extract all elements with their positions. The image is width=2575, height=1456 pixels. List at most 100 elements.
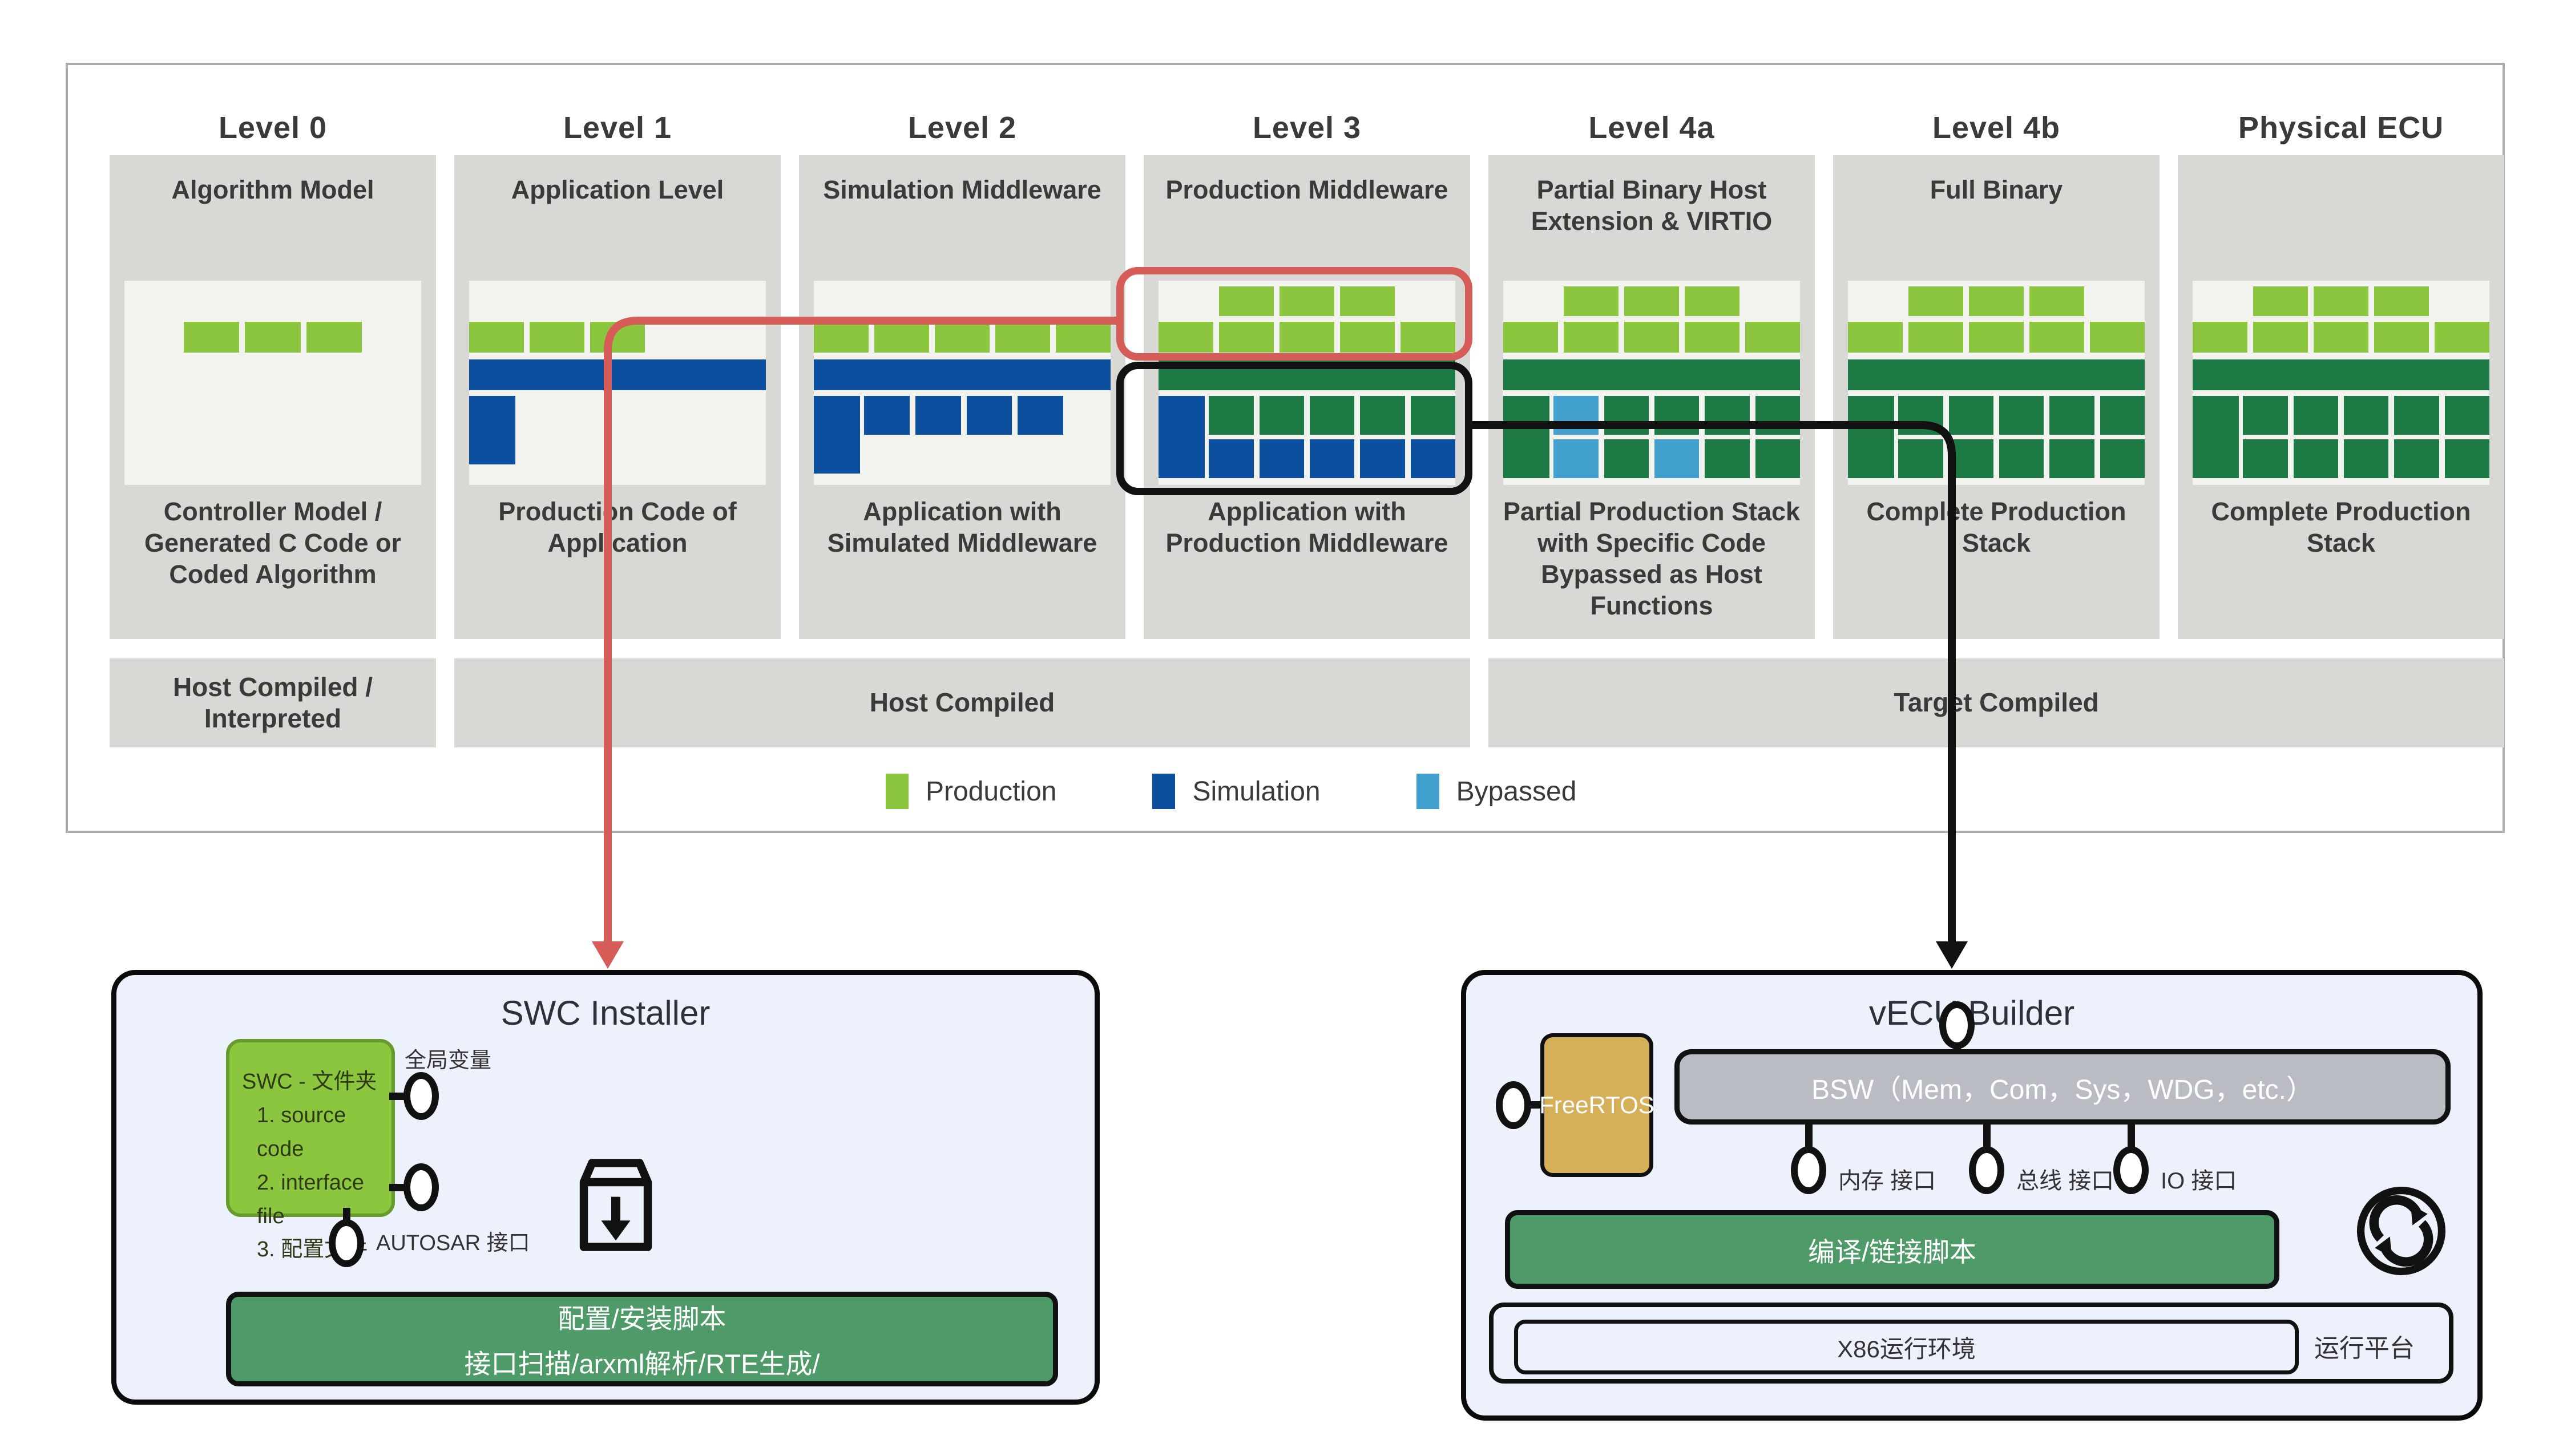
- stack-block: [1209, 439, 1254, 478]
- compile-band: Host Compiled: [454, 658, 1470, 747]
- stack-block: [469, 396, 515, 464]
- stack-block: [2243, 439, 2288, 478]
- level-header: Level 3: [1252, 111, 1362, 145]
- stack-block: [306, 322, 362, 353]
- stack-block: [1159, 396, 1205, 478]
- stack-block: [1684, 286, 1739, 316]
- stack-block: [1898, 439, 1943, 478]
- stack-block: [1948, 439, 1994, 478]
- compile-band: Target Compiled: [1488, 658, 2504, 747]
- memory-interface-label: 内存 接口: [1838, 1168, 1936, 1194]
- stack-block: [1159, 322, 1213, 353]
- port-stub: [1983, 1122, 1991, 1151]
- stack-block: [1969, 286, 2024, 316]
- stack-block: [2394, 396, 2439, 435]
- stack-block: [2049, 396, 2094, 435]
- stack-block: [864, 396, 910, 435]
- level-header: Level 0: [218, 111, 328, 145]
- level-box: Complete Production Stack: [2178, 155, 2504, 639]
- stack-block: [1259, 439, 1305, 478]
- swc-folder-title: SWC - 文件夹: [242, 1070, 377, 1094]
- stack-block: [1056, 322, 1111, 353]
- level-header: Level 1: [563, 111, 672, 145]
- freertos-box: FreeRTOS: [1539, 1033, 1654, 1177]
- stack-block: [935, 322, 990, 353]
- stack-block: [2394, 439, 2439, 478]
- stack-block: [1503, 396, 1549, 478]
- level-header: Level 2: [907, 111, 1017, 145]
- stack-block: [1018, 396, 1063, 435]
- stack-block: [469, 359, 766, 390]
- stack-block: [2049, 439, 2094, 478]
- stack-block: [1755, 396, 1800, 435]
- bus-interface-port: [1969, 1146, 2004, 1194]
- stack-block: [2293, 439, 2339, 478]
- stack-block: [1310, 396, 1355, 435]
- stack-block: [2100, 439, 2145, 478]
- swc-folder-item: 2. interface file: [257, 1170, 364, 1228]
- freertos-port: [1496, 1081, 1531, 1129]
- stack-block: [874, 322, 929, 353]
- level-caption: Application with Simulated Middleware: [827, 497, 1097, 557]
- stack-block: [814, 396, 860, 474]
- level-block-area: [814, 281, 1111, 485]
- bsw-box: BSW（Mem，Com，Sys，WDG，etc.）: [1674, 1049, 2451, 1125]
- stack-block: [2344, 396, 2389, 435]
- stack-block: [1209, 396, 1254, 435]
- stack-block: [2314, 322, 2368, 353]
- level-subtitle: Application Level: [511, 175, 724, 204]
- stack-block: [2100, 396, 2145, 435]
- level-subtitle: [2178, 155, 2504, 175]
- level-column: Physical ECU Complete Production Stack: [2178, 100, 2504, 639]
- legend-label: Production: [926, 776, 1057, 807]
- global-variable-label: 全局变量: [405, 1049, 492, 1073]
- stack-block: [1400, 322, 1455, 353]
- swc-script-line1: 配置/安装脚本: [558, 1304, 727, 1334]
- level-block-area: [1159, 281, 1455, 485]
- level-column: Level 4a Partial Binary Host Extension & …: [1488, 100, 1815, 639]
- install-package-icon: [579, 1159, 652, 1251]
- stack-block: [1280, 286, 1334, 316]
- stack-block: [1280, 322, 1334, 353]
- stack-block: [1604, 396, 1649, 435]
- stack-block: [966, 396, 1012, 435]
- swc-folder-item: 1. source code: [257, 1103, 346, 1161]
- stack-block: [1948, 396, 1994, 435]
- legend-swatch-icon: [886, 774, 909, 809]
- stack-block: [1360, 439, 1405, 478]
- runtime-platform-box: X86运行环境 运行平台: [1489, 1303, 2453, 1384]
- level-header: Level 4b: [1932, 111, 2061, 145]
- swc-folder-box: SWC - 文件夹 1. source code 2. interface fi…: [226, 1039, 395, 1261]
- stack-block: [2314, 286, 2368, 316]
- stack-block: [2293, 396, 2339, 435]
- port-stub: [1805, 1122, 1813, 1151]
- global-variable-port: [403, 1072, 439, 1120]
- stack-block: [995, 322, 1050, 353]
- level-subtitle: Production Middleware: [1165, 175, 1448, 204]
- stack-block: [469, 322, 524, 353]
- compile-band: Host Compiled / Interpreted: [110, 658, 436, 747]
- level-header: Physical ECU: [2238, 111, 2444, 145]
- stack-block: [1969, 322, 2024, 353]
- red-arrowhead-icon: [592, 941, 624, 969]
- stack-block: [184, 322, 240, 353]
- rebuild-cycle-icon: [2356, 1186, 2446, 1276]
- stack-block: [1503, 322, 1558, 353]
- level-caption: Application with Production Middleware: [1165, 497, 1448, 557]
- swc-installer-title: SWC Installer: [501, 994, 711, 1032]
- stack-block: [1219, 286, 1274, 316]
- stack-block: [2029, 286, 2084, 316]
- stack-block: [2243, 396, 2288, 435]
- stack-block: [1340, 322, 1395, 353]
- level-header: Level 4a: [1588, 111, 1715, 145]
- stack-block: [1908, 286, 1964, 316]
- io-interface-port: [2113, 1146, 2149, 1194]
- legend-label: Bypassed: [1456, 776, 1577, 807]
